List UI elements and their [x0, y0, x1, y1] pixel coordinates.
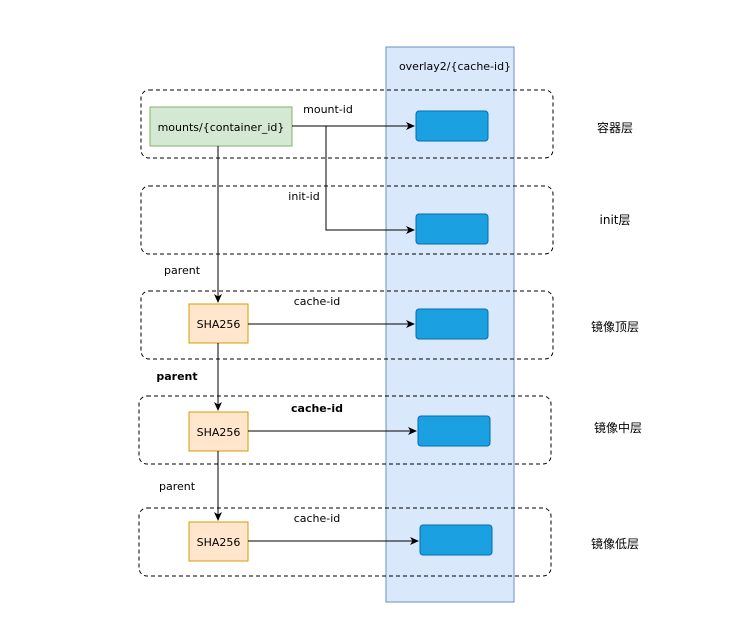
mounts-container-label: mounts/{container_id}	[158, 121, 285, 134]
sha256-label-top: SHA256	[197, 318, 241, 331]
edge-label-cache-id-bottom: cache-id	[294, 512, 341, 525]
edge-label-cache-id-middle: cache-id	[291, 402, 343, 415]
cache-dir-box-image-bottom	[419, 524, 493, 556]
edge-init-id	[325, 126, 415, 234]
sha256-label-bottom: SHA256	[197, 536, 241, 549]
layer-group-init	[140, 185, 554, 255]
layer-group-image-middle	[138, 395, 552, 465]
layer-group-container	[140, 89, 554, 159]
layer-label-image-top: 镜像顶层	[591, 319, 639, 334]
edge-label-cache-id-top: cache-id	[294, 295, 341, 308]
sha256-node-bottom	[188, 521, 249, 562]
layer-label-image-bottom: 镜像低层	[591, 536, 639, 551]
edge-label-mount-id: mount-id	[303, 103, 353, 116]
edge-label-init-id: init-id	[288, 190, 319, 203]
layer-group-image-bottom	[138, 507, 552, 577]
cache-dir-box-container	[415, 110, 489, 142]
sha256-node-top	[188, 303, 249, 344]
layer-label-image-middle: 镜像中层	[594, 420, 642, 435]
sha256-node-middle	[188, 411, 249, 452]
layer-label-container: 容器层	[597, 120, 633, 135]
edge-label-parent-2: parent	[156, 370, 197, 383]
sha256-label-middle: SHA256	[197, 426, 241, 439]
cache-dir-box-image-middle	[417, 415, 491, 447]
cache-dir-box-image-top	[415, 308, 489, 340]
overlay-title: overlay2/{cache-id}	[399, 60, 511, 73]
edge-label-parent-3: parent	[159, 480, 196, 493]
cache-dir-box-init	[415, 213, 489, 245]
layer-label-init: init层	[600, 213, 631, 227]
edge-label-parent-1: parent	[164, 264, 201, 277]
layer-group-image-top	[140, 290, 554, 360]
